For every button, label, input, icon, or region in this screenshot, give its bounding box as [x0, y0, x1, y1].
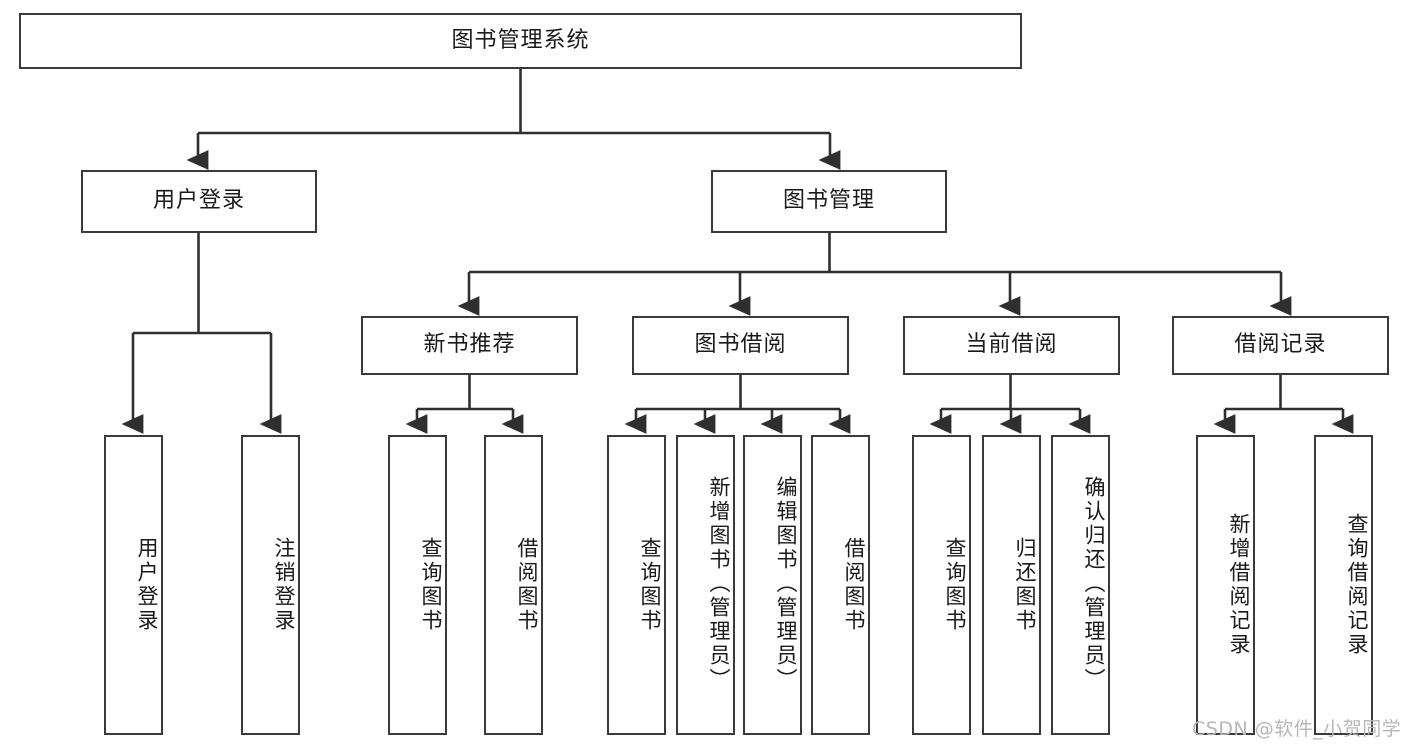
- node-new-book-recommend[interactable]: 新书推荐: [361, 316, 578, 375]
- node-book-borrow[interactable]: 图书借阅: [632, 316, 849, 375]
- node-leaf-borrow-book[interactable]: 借阅图书: [811, 435, 870, 735]
- csdn-watermark: CSDN @软件_小贺同学: [1192, 718, 1402, 740]
- node-leaf-query-book-recommend[interactable]: 查询图书: [388, 435, 447, 735]
- node-leaf-query-book-borrow[interactable]: 查询图书: [607, 435, 666, 735]
- node-leaf-user-login[interactable]: 用户登录: [104, 435, 163, 735]
- node-leaf-add-book-admin[interactable]: 新增图书（管理员）: [676, 435, 735, 735]
- node-leaf-return-book[interactable]: 归还图书: [982, 435, 1041, 735]
- node-leaf-query-book-current[interactable]: 查询图书: [912, 435, 971, 735]
- node-leaf-edit-book-admin[interactable]: 编辑图书（管理员）: [743, 435, 802, 735]
- node-leaf-borrow-book-recommend[interactable]: 借阅图书: [484, 435, 543, 735]
- node-current-borrow[interactable]: 当前借阅: [903, 316, 1120, 375]
- node-leaf-logout-login[interactable]: 注销登录: [241, 435, 300, 735]
- node-leaf-add-borrow-record[interactable]: 新增借阅记录: [1196, 435, 1255, 735]
- node-user-login[interactable]: 用户登录: [81, 170, 317, 233]
- node-book-management[interactable]: 图书管理: [711, 170, 947, 233]
- node-leaf-query-borrow-record[interactable]: 查询借阅记录: [1314, 435, 1373, 735]
- node-leaf-confirm-return-admin[interactable]: 确认归还（管理员）: [1051, 435, 1110, 735]
- node-borrow-record[interactable]: 借阅记录: [1172, 316, 1389, 375]
- node-root[interactable]: 图书管理系统: [19, 13, 1022, 69]
